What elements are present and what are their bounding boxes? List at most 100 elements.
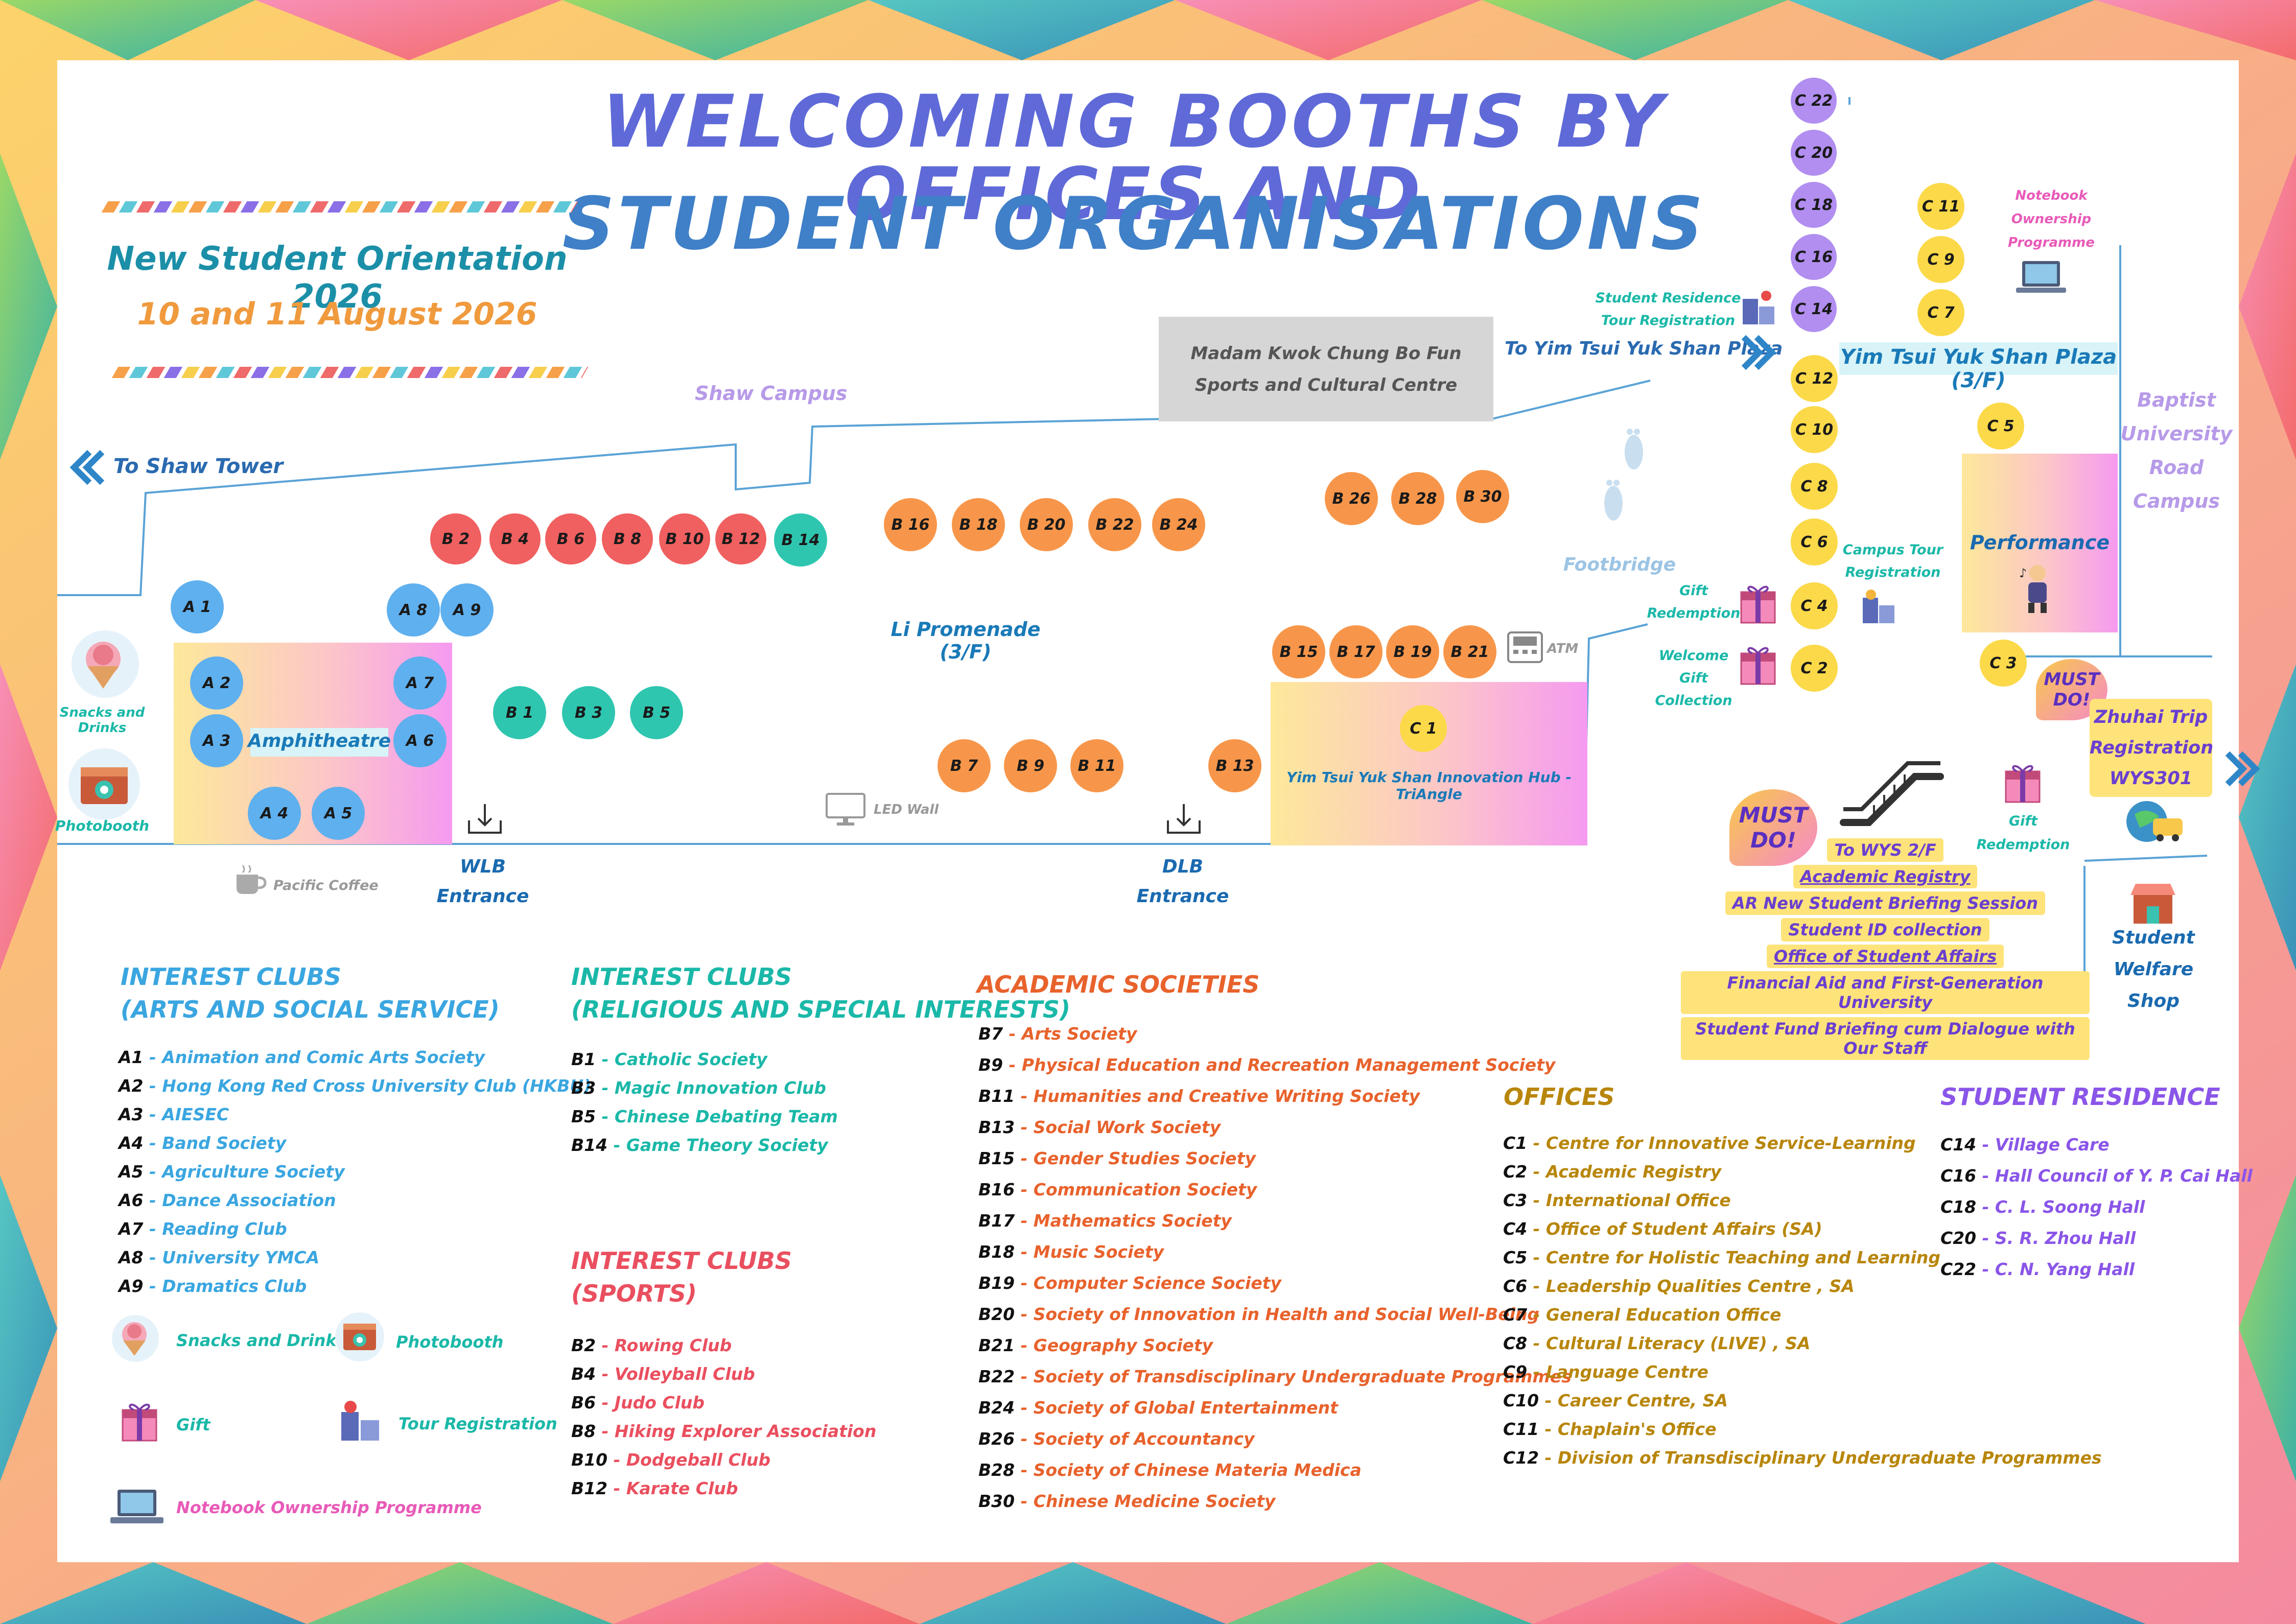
list-item: B24 - Society of Global Entertainment — [978, 1398, 1338, 1418]
legend-religious-heading-2: (RELIGIOUS AND SPECIAL INTERESTS) — [571, 996, 1071, 1024]
booth-c10[interactable]: C 10 — [1791, 406, 1838, 453]
wys-list: To WYS 2/F Academic Registry AR New Stud… — [1681, 837, 2090, 1062]
booth-b20[interactable]: B 20 — [1020, 498, 1073, 551]
booth-b5[interactable]: B 5 — [630, 686, 683, 739]
shaw-campus-label: Shaw Campus — [695, 382, 848, 405]
booth-c4[interactable]: C 4 — [1791, 582, 1838, 629]
booth-b8[interactable]: B 8 — [602, 513, 653, 564]
li-promenade-label: Li Promenade (3/F) — [891, 618, 1041, 663]
booth-a2[interactable]: A 2 — [190, 656, 243, 710]
booth-b6[interactable]: B 6 — [545, 513, 596, 564]
wys-student-id: Student ID collection — [1681, 916, 2090, 943]
tour-registration-key-icon — [341, 1401, 379, 1441]
globe-bus-icon — [2126, 801, 2183, 842]
legend-religious-heading: INTEREST CLUBS (RELIGIOUS AND SPECIAL IN… — [571, 960, 1070, 1026]
event-name: New Student Orientation 2026 — [107, 240, 568, 316]
booth-a7[interactable]: A 7 — [393, 656, 447, 710]
dlb-entrance-icon — [1167, 804, 1201, 834]
booth-c16[interactable]: C 16 — [1791, 234, 1837, 280]
booth-c20[interactable]: C 20 — [1791, 130, 1837, 176]
booth-c9[interactable]: C 9 — [1917, 236, 1964, 283]
list-item: B12 - Karate Club — [571, 1478, 738, 1498]
page-title-line1: WELCOMING BOOTHS BY OFFICES AND — [602, 80, 1667, 237]
booth-b1[interactable]: B 1 — [493, 686, 546, 739]
booth-b16[interactable]: B 16 — [884, 498, 937, 551]
student-welfare-shop-label[interactable]: Student Welfare Shop — [2112, 927, 2195, 1011]
list-item: A8 - University YMCA — [119, 1248, 320, 1267]
booth-b28[interactable]: B 28 — [1391, 472, 1444, 525]
booth-a5[interactable]: A 5 — [312, 787, 365, 840]
booth-c22[interactable]: C 22 — [1791, 78, 1837, 124]
booth-b18[interactable]: B 18 — [952, 498, 1005, 551]
booth-a8[interactable]: A 8 — [387, 583, 440, 637]
list-item: C3 - International Office — [1503, 1190, 1731, 1210]
wlb-entrance-icon — [468, 804, 502, 834]
legend-sports-heading-1: INTEREST CLUBS — [571, 1247, 792, 1275]
booth-a6[interactable]: A 6 — [393, 714, 447, 767]
booth-b12[interactable]: B 12 — [715, 513, 766, 564]
booth-c11[interactable]: C 11 — [1917, 183, 1964, 230]
booth-c8[interactable]: C 8 — [1791, 463, 1838, 510]
pacific-coffee-label: Pacific Coffee — [273, 878, 379, 893]
to-yts-plaza-label[interactable]: To Yim Tsui Yuk Shan Plaza — [1505, 338, 1783, 359]
booth-b26[interactable]: B 26 — [1325, 472, 1378, 525]
booth-c18[interactable]: C 18 — [1791, 182, 1837, 228]
photobooth-map-label: Photobooth — [55, 817, 150, 834]
welcome-gift-label: Welcome Gift Collection — [1655, 648, 1732, 709]
footbridge-label: Footbridge — [1563, 554, 1676, 575]
performance-label: Performance — [1970, 531, 2110, 554]
booth-b2[interactable]: B 2 — [430, 513, 481, 564]
legend-sports-heading-2: (SPORTS) — [571, 1280, 697, 1308]
legend-arts-heading-1: INTEREST CLUBS — [121, 963, 341, 991]
booth-b17[interactable]: B 17 — [1329, 625, 1383, 678]
list-item: B21 - Geography Society — [978, 1335, 1213, 1355]
list-item: B16 - Communication Society — [978, 1180, 1257, 1199]
booth-a1[interactable]: A 1 — [171, 580, 224, 633]
wlb-entrance-label[interactable]: WLB Entrance — [436, 856, 529, 907]
list-item: C12 - Division of Transdisciplinary Unde… — [1503, 1448, 2102, 1468]
booth-b13[interactable]: B 13 — [1208, 739, 1261, 792]
booth-b22[interactable]: B 22 — [1088, 498, 1141, 551]
list-item: B22 - Society of Transdisciplinary Under… — [978, 1367, 1572, 1386]
booth-c3[interactable]: C 3 — [1980, 640, 2027, 687]
booth-b9[interactable]: B 9 — [1004, 739, 1057, 792]
booth-c7[interactable]: C 7 — [1917, 289, 1964, 336]
list-item: B9 - Physical Education and Recreation M… — [978, 1055, 1556, 1075]
list-item: C16 - Hall Council of Y. P. Cai Hall — [1940, 1166, 2253, 1186]
dlb-entrance-label[interactable]: DLB Entrance — [1136, 856, 1229, 907]
notebook-key-label: Notebook Ownership Programme — [176, 1498, 482, 1517]
booth-b10[interactable]: B 10 — [659, 513, 710, 564]
wys-osa[interactable]: Office of Student Affairs — [1681, 943, 2090, 970]
booth-c5[interactable]: C 5 — [1977, 403, 2024, 450]
booth-c12[interactable]: C 12 — [1791, 355, 1838, 402]
booth-b30[interactable]: B 30 — [1456, 470, 1509, 523]
zhuhai-trip-label[interactable]: Zhuhai Trip Registration WYS301 — [2090, 699, 2213, 797]
booth-b3[interactable]: B 3 — [562, 686, 615, 739]
list-item: A7 - Reading Club — [119, 1219, 287, 1239]
campus-tour-reg-label: Campus Tour Registration — [1842, 542, 1943, 580]
booth-b14[interactable]: B 14 — [774, 513, 827, 567]
booth-c6[interactable]: C 6 — [1791, 519, 1838, 566]
booth-b11[interactable]: B 11 — [1070, 739, 1123, 792]
booth-b4[interactable]: B 4 — [489, 513, 541, 564]
booth-c14[interactable]: C 14 — [1791, 286, 1837, 332]
legend-religious-list: B1 - Catholic Society B3 - Magic Innovat… — [571, 1045, 838, 1160]
list-item: B13 - Social Work Society — [978, 1117, 1221, 1137]
booth-b24[interactable]: B 24 — [1152, 498, 1205, 551]
laptop-key-icon — [110, 1490, 163, 1523]
list-item: B6 - Judo Club — [571, 1393, 705, 1413]
booth-b21[interactable]: B 21 — [1443, 625, 1496, 678]
wys-academic-registry[interactable]: Academic Registry — [1681, 863, 2090, 890]
to-shaw-tower-label[interactable]: To Shaw Tower — [113, 455, 284, 478]
booth-c1[interactable]: C 1 — [1400, 705, 1447, 752]
booth-b19[interactable]: B 19 — [1386, 625, 1439, 678]
booth-b7[interactable]: B 7 — [938, 739, 991, 792]
must-do-badge-top: MUST DO! — [2036, 659, 2107, 720]
led-wall-icon — [826, 793, 865, 826]
booth-b15[interactable]: B 15 — [1272, 625, 1325, 678]
booth-c2[interactable]: C 2 — [1791, 645, 1838, 692]
booth-a4[interactable]: A 4 — [248, 787, 301, 840]
booth-a9[interactable]: A 9 — [440, 583, 494, 637]
right-chevron-icon-2 — [2225, 751, 2260, 787]
booth-a3[interactable]: A 3 — [190, 714, 243, 767]
